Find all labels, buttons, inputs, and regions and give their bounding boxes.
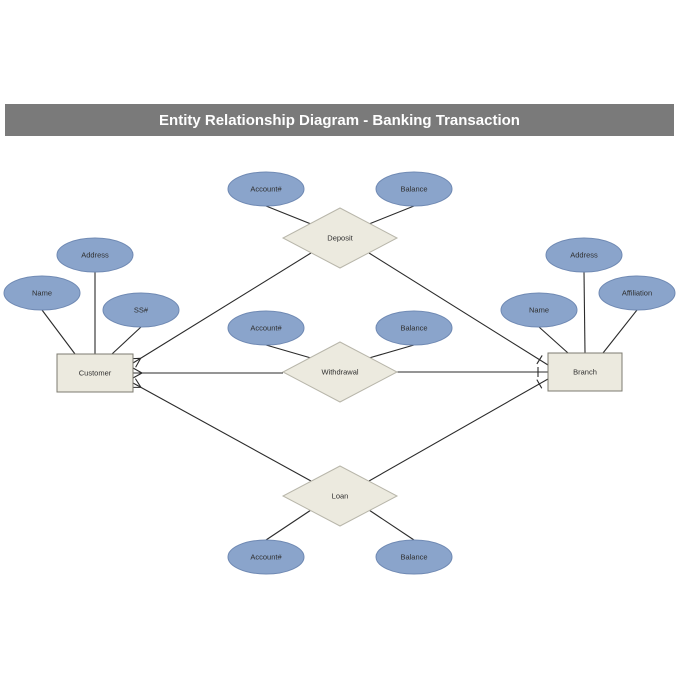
customer-ss-connector bbox=[111, 326, 142, 355]
attribute-label: Name bbox=[529, 306, 549, 315]
attribute-branch-address[interactable]: Address bbox=[545, 237, 623, 273]
link-loan-branch bbox=[368, 378, 549, 482]
link-withdrawal-branch bbox=[397, 367, 548, 377]
attribute-ellipse bbox=[375, 310, 453, 346]
attribute-ellipse bbox=[375, 171, 453, 207]
withdrawal-account-connector bbox=[265, 344, 312, 359]
branch-name-connector bbox=[538, 326, 569, 354]
attribute-withdrawal-account[interactable]: Account# bbox=[227, 310, 305, 346]
attribute-ellipse bbox=[500, 292, 578, 328]
attribute-label: Name bbox=[32, 289, 52, 298]
diagram-title: Entity Relationship Diagram - Banking Tr… bbox=[5, 104, 674, 136]
relationship-withdrawal[interactable]: Withdrawal bbox=[281, 341, 399, 403]
attribute-label: Balance bbox=[400, 324, 427, 333]
attribute-ellipse bbox=[3, 275, 81, 311]
attribute-branch-affiliation[interactable]: Affiliation bbox=[598, 275, 676, 311]
attribute-loan-balance[interactable]: Balance bbox=[375, 539, 453, 575]
entity-branch[interactable]: Branch bbox=[547, 352, 623, 392]
attribute-deposit-account[interactable]: Account# bbox=[227, 171, 305, 207]
attribute-ellipse bbox=[102, 292, 180, 328]
branch-affiliation-connector bbox=[602, 309, 638, 354]
relationship-loan[interactable]: Loan bbox=[281, 465, 399, 527]
branch-address-connector bbox=[583, 271, 586, 354]
attribute-ellipse bbox=[545, 237, 623, 273]
attribute-withdrawal-balance[interactable]: Balance bbox=[375, 310, 453, 346]
relationship-diamond bbox=[281, 465, 399, 527]
attribute-label: Account# bbox=[250, 553, 282, 562]
attribute-label: Balance bbox=[400, 553, 427, 562]
link-customer-loan bbox=[130, 378, 312, 482]
entity-customer[interactable]: Customer bbox=[56, 353, 134, 393]
attribute-label: SS# bbox=[134, 306, 149, 315]
link-deposit-branch bbox=[368, 252, 549, 366]
attribute-label: Affiliation bbox=[622, 289, 652, 298]
customer-name-connector bbox=[41, 309, 76, 355]
crows-foot-icon bbox=[132, 367, 143, 379]
attribute-label: Account# bbox=[250, 324, 282, 333]
entity-box bbox=[547, 352, 623, 392]
link-customer-withdrawal bbox=[132, 367, 283, 379]
attribute-deposit-balance[interactable]: Balance bbox=[375, 171, 453, 207]
attribute-ellipse bbox=[227, 310, 305, 346]
attribute-branch-name[interactable]: Name bbox=[500, 292, 578, 328]
one-bar-icon bbox=[536, 355, 543, 365]
attribute-label: Address bbox=[570, 251, 598, 260]
connector-lines bbox=[41, 205, 638, 541]
attribute-label: Account# bbox=[250, 185, 282, 194]
attribute-ellipse bbox=[56, 237, 134, 273]
relationship-deposit[interactable]: Deposit bbox=[281, 207, 399, 269]
relationship-label: Loan bbox=[332, 492, 349, 501]
entity-label: Branch bbox=[573, 368, 597, 377]
one-bar-icon bbox=[536, 379, 543, 389]
attribute-ellipse bbox=[375, 539, 453, 575]
relationship-diamond bbox=[281, 207, 399, 269]
attribute-ellipse bbox=[227, 539, 305, 575]
relationship-label: Withdrawal bbox=[321, 368, 358, 377]
entity-label: Customer bbox=[79, 369, 112, 378]
attribute-ellipse bbox=[227, 171, 305, 207]
withdrawal-balance-connector bbox=[368, 344, 415, 359]
attribute-customer-name[interactable]: Name bbox=[3, 275, 81, 311]
entity-box bbox=[56, 353, 134, 393]
deposit-balance-connector bbox=[368, 205, 415, 225]
attribute-label: Balance bbox=[400, 185, 427, 194]
relationship-diamond bbox=[281, 341, 399, 403]
attribute-customer-address[interactable]: Address bbox=[56, 237, 134, 273]
deposit-account-connector bbox=[265, 205, 312, 225]
attribute-label: Address bbox=[81, 251, 109, 260]
attribute-loan-account[interactable]: Account# bbox=[227, 539, 305, 575]
attribute-ellipse bbox=[598, 275, 676, 311]
relationship-label: Deposit bbox=[327, 234, 353, 243]
loan-account-connector bbox=[265, 509, 312, 541]
attribute-customer-ss[interactable]: SS# bbox=[102, 292, 180, 328]
loan-balance-connector bbox=[368, 509, 415, 541]
